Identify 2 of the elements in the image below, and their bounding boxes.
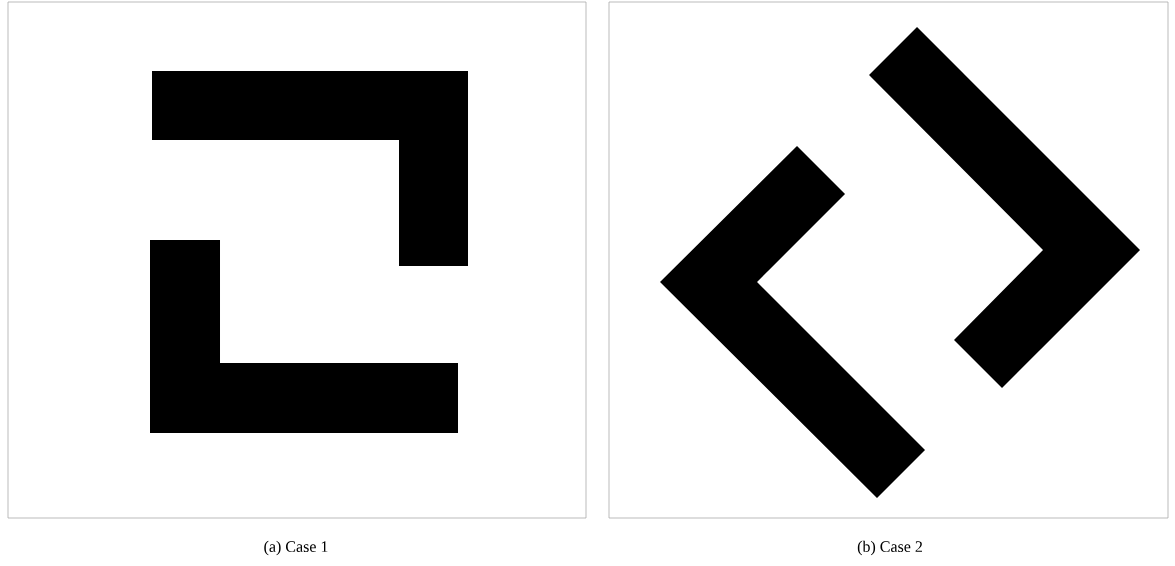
caption: (a) Case 1 (264, 540, 328, 556)
caption: (b) Case 2 (857, 540, 922, 556)
